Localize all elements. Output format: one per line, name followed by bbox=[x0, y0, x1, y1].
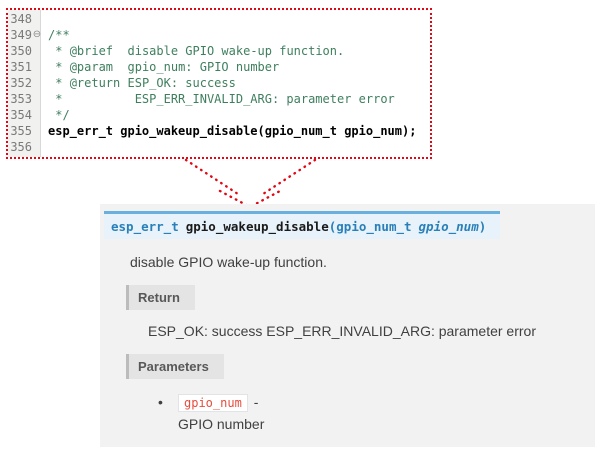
fold-spacer bbox=[32, 139, 42, 155]
fold-spacer bbox=[32, 107, 42, 123]
fold-spacer bbox=[32, 59, 42, 75]
return-description: ESP_OK: success ESP_ERR_INVALID_ARG: par… bbox=[148, 323, 536, 339]
code-text: * @return ESP_OK: success bbox=[48, 76, 236, 90]
function-signature[interactable]: esp_err_t gpio_wakeup_disable(gpio_num_t g… bbox=[104, 211, 501, 239]
parameter-description: GPIO number bbox=[178, 416, 265, 432]
code-line[interactable]: 354 */ bbox=[8, 107, 430, 123]
bullet-icon: • bbox=[158, 394, 163, 410]
code-text: */ bbox=[48, 108, 70, 122]
sig-return-type-link[interactable]: esp_err_t bbox=[111, 219, 179, 234]
code-text: * @param gpio_num: GPIO number bbox=[48, 60, 280, 74]
code-text: * @brief disable GPIO wake-up function. bbox=[48, 44, 345, 58]
code-line[interactable]: 353 * ESP_ERR_INVALID_ARG: parameter err… bbox=[8, 91, 430, 107]
code-text: /** bbox=[48, 28, 70, 42]
code-text: esp_err_t gpio_wakeup_disable(gpio_num_t… bbox=[48, 124, 417, 138]
code-line[interactable]: 349⊖ /** bbox=[8, 27, 430, 43]
sig-close-paren: ) bbox=[478, 219, 487, 234]
line-number-gutter bbox=[8, 10, 41, 157]
fold-spacer bbox=[32, 91, 42, 107]
code-line[interactable]: 355 esp_err_t gpio_wakeup_disable(gpio_nu… bbox=[8, 123, 430, 139]
line-number[interactable]: 356 bbox=[10, 140, 32, 154]
line-number[interactable]: 353 bbox=[10, 92, 32, 106]
sig-function-name: gpio_wakeup_disable bbox=[185, 219, 329, 234]
line-number[interactable]: 351 bbox=[10, 60, 32, 74]
sig-open-paren: ( bbox=[328, 219, 337, 234]
dotted-arrow-annotation bbox=[184, 158, 317, 209]
fold-spacer bbox=[32, 11, 42, 27]
parameter-list-item: • gpio_num- bbox=[158, 394, 595, 412]
code-text: * ESP_ERR_INVALID_ARG: parameter error bbox=[48, 92, 395, 106]
sig-param-type-link[interactable]: gpio_num_t bbox=[336, 219, 412, 234]
code-line[interactable]: 351 * @param gpio_num: GPIO number bbox=[8, 59, 430, 75]
line-number[interactable]: 355 bbox=[10, 124, 32, 138]
fold-spacer bbox=[32, 123, 42, 139]
line-number[interactable]: 352 bbox=[10, 76, 32, 90]
fold-collapse-icon[interactable]: ⊖ bbox=[32, 29, 42, 40]
parameters-section-header: Parameters bbox=[126, 354, 224, 379]
fold-spacer bbox=[32, 75, 42, 91]
code-text bbox=[42, 11, 48, 27]
return-section-header: Return bbox=[126, 285, 195, 310]
code-text bbox=[42, 139, 48, 155]
sig-param-name: gpio_num bbox=[418, 219, 479, 234]
function-brief: disable GPIO wake-up function. bbox=[130, 254, 327, 270]
line-number[interactable]: 354 bbox=[10, 108, 32, 122]
line-number[interactable]: 350 bbox=[10, 44, 32, 58]
line-number[interactable]: 348 bbox=[10, 12, 32, 26]
parameter-separator: - bbox=[253, 394, 259, 410]
line-number[interactable]: 349 bbox=[10, 28, 32, 42]
code-line[interactable]: 352 * @return ESP_OK: success bbox=[8, 75, 430, 91]
code-line[interactable]: 356 bbox=[8, 139, 430, 155]
fold-spacer bbox=[32, 43, 42, 59]
code-line[interactable]: 348 bbox=[8, 11, 430, 27]
code-line[interactable]: 350 * @brief disable GPIO wake-up functi… bbox=[8, 43, 430, 59]
parameter-name-chip: gpio_num bbox=[178, 394, 248, 412]
